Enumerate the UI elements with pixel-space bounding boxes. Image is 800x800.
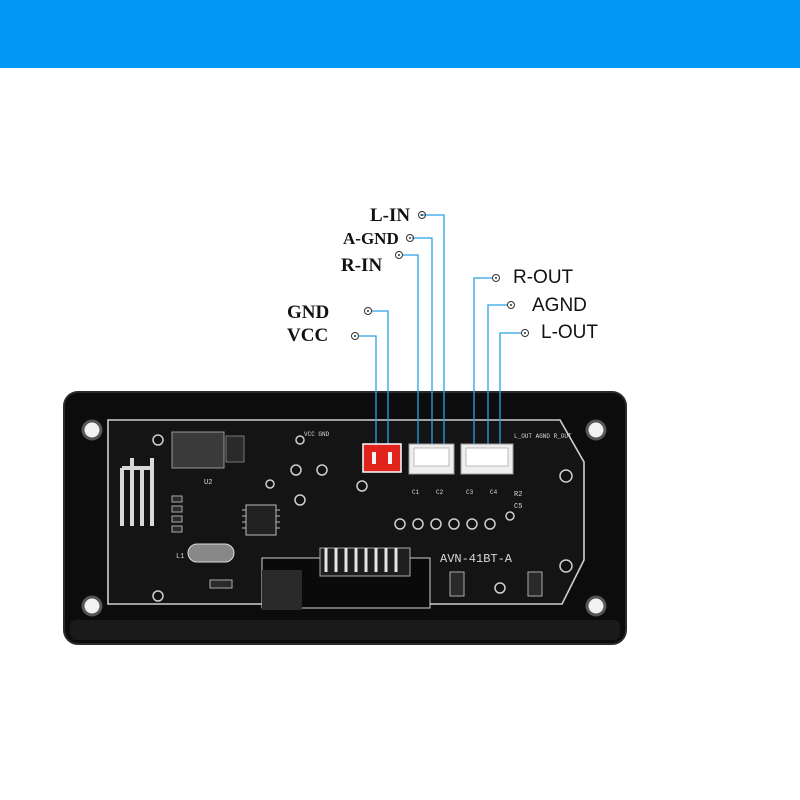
label-l-in: L-IN	[370, 205, 411, 226]
leader-lines	[358, 214, 522, 460]
label-a-gnd: A-GND	[343, 229, 399, 248]
out-silkscreen: L_OUT AGND R_OUT	[514, 433, 572, 440]
power-connector	[362, 443, 402, 473]
label-r-in: R-IN	[341, 255, 383, 276]
r-in-marker-icon	[395, 251, 403, 259]
vcc-marker-icon	[351, 332, 359, 340]
r-out-marker-icon	[492, 274, 500, 282]
regulator-chip	[171, 431, 225, 469]
crystal	[187, 543, 235, 563]
agnd-marker-icon	[507, 301, 515, 309]
l-in-marker-icon	[418, 211, 426, 219]
gnd-marker-icon	[364, 307, 372, 315]
top-banner	[0, 0, 800, 68]
a-gnd-marker-icon	[406, 234, 414, 242]
c2-silkscreen: C2	[436, 489, 444, 496]
label-vcc: VCC	[287, 325, 329, 346]
antenna-trace	[120, 458, 154, 526]
label-l-out: L-OUT	[541, 322, 598, 343]
mounting-holes	[81, 419, 607, 617]
vcc-gnd-silkscreen: VCC GND	[304, 431, 330, 438]
c1-silkscreen: C1	[412, 489, 420, 496]
label-agnd: AGND	[532, 295, 587, 316]
u2-silkscreen: U2	[204, 479, 212, 487]
l1-silkscreen: L1	[176, 553, 184, 561]
c5-silkscreen: C5	[514, 503, 522, 511]
c4-silkscreen: C4	[490, 489, 498, 496]
main-ic	[245, 504, 277, 536]
label-r-out: R-OUT	[513, 267, 574, 288]
l-out-marker-icon	[521, 329, 529, 337]
label-gnd: GND	[287, 302, 330, 323]
model-silkscreen: AVN-41BT-A	[440, 552, 513, 566]
r2-silkscreen: R2	[514, 491, 522, 499]
c3-silkscreen: C3	[466, 489, 474, 496]
